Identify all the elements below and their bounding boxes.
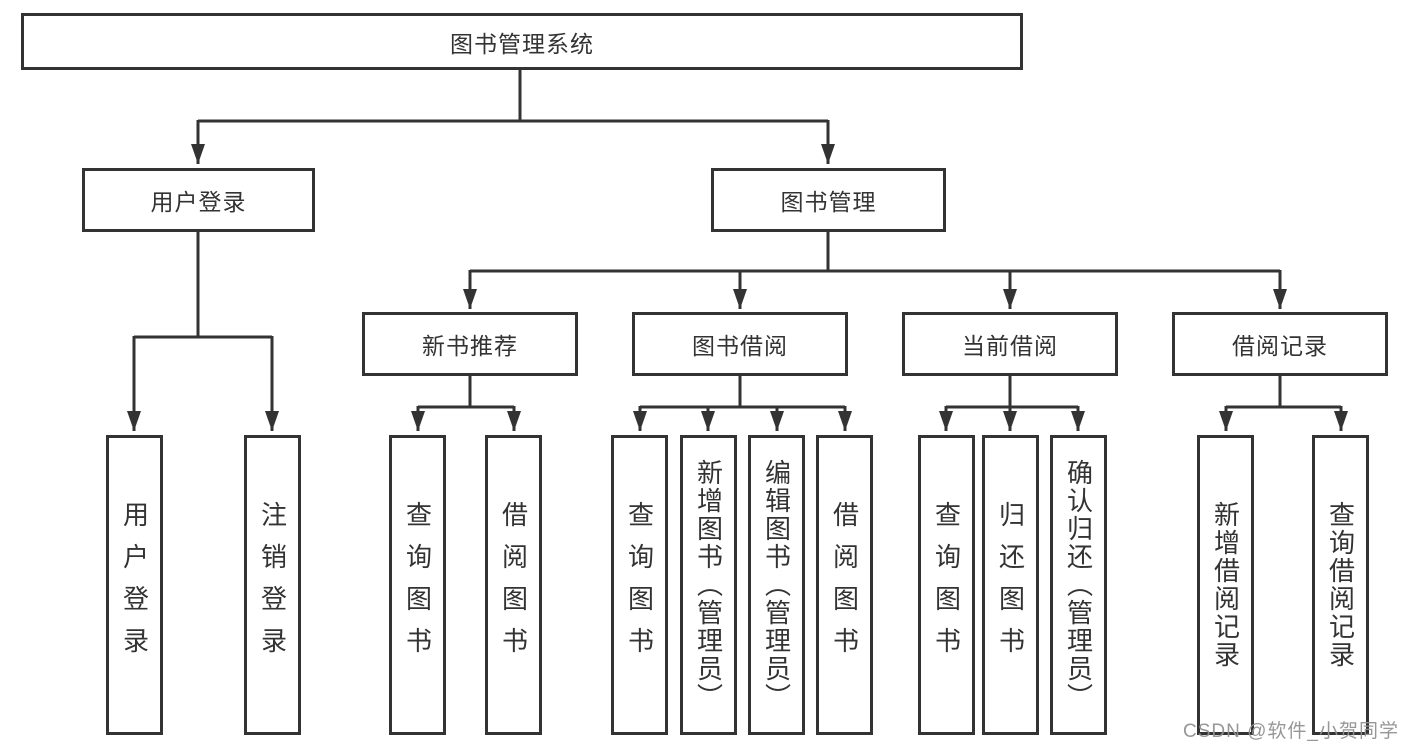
leaf-recommend-borrow-books: 借阅图书 (485, 435, 542, 735)
node-user-login: 用户登录 (82, 168, 315, 232)
leaf-records-query: 查询借阅记录 (1312, 435, 1369, 735)
leaf-borrow-edit-books-admin-label: 编辑图书（管理员） (761, 459, 792, 711)
leaf-recommend-query-books-label: 查询图书 (402, 501, 433, 669)
node-book-management-label: 图书管理 (780, 189, 877, 215)
leaf-current-return-books: 归还图书 (982, 435, 1039, 735)
leaf-user-login-label: 用户登录 (119, 501, 150, 669)
node-current-borrow-label: 当前借阅 (962, 333, 1058, 359)
leaf-user-login: 用户登录 (106, 435, 163, 735)
leaf-recommend-query-books: 查询图书 (389, 435, 446, 735)
node-root: 图书管理系统 (21, 13, 1023, 70)
leaf-records-add: 新增借阅记录 (1197, 435, 1254, 735)
leaf-current-return-books-label: 归还图书 (995, 501, 1026, 669)
node-borrow-records: 借阅记录 (1172, 312, 1388, 376)
node-book-borrow-label: 图书借阅 (692, 333, 788, 359)
leaf-borrow-borrow-books: 借阅图书 (816, 435, 873, 735)
leaf-current-confirm-return-admin-label: 确认归还（管理员） (1063, 459, 1094, 711)
leaf-current-confirm-return-admin: 确认归还（管理员） (1050, 435, 1107, 735)
leaf-records-add-label: 新增借阅记录 (1210, 501, 1241, 669)
node-new-book-recommend-label: 新书推荐 (422, 333, 518, 359)
leaf-borrow-borrow-books-label: 借阅图书 (829, 501, 860, 669)
node-new-book-recommend: 新书推荐 (362, 312, 578, 376)
leaf-logout-label: 注销登录 (257, 501, 288, 669)
csdn-watermark: CSDN @软件_小贺同学 (1183, 721, 1399, 742)
leaf-recommend-borrow-books-label: 借阅图书 (498, 501, 529, 669)
leaf-current-query-books: 查询图书 (918, 435, 975, 735)
leaf-current-query-books-label: 查询图书 (931, 501, 962, 669)
leaf-records-query-label: 查询借阅记录 (1325, 501, 1356, 669)
leaf-borrow-add-books-admin-label: 新增图书（管理员） (693, 459, 724, 711)
node-current-borrow: 当前借阅 (902, 312, 1118, 376)
node-borrow-records-label: 借阅记录 (1232, 333, 1328, 359)
leaf-borrow-edit-books-admin: 编辑图书（管理员） (748, 435, 805, 735)
node-book-management: 图书管理 (711, 168, 946, 232)
node-book-borrow: 图书借阅 (632, 312, 848, 376)
leaf-logout: 注销登录 (244, 435, 301, 735)
leaf-borrow-query-books: 查询图书 (611, 435, 668, 735)
leaf-borrow-add-books-admin: 新增图书（管理员） (680, 435, 737, 735)
leaf-borrow-query-books-label: 查询图书 (624, 501, 655, 669)
node-root-label: 图书管理系统 (450, 30, 594, 57)
node-user-login-label: 用户登录 (150, 189, 247, 215)
